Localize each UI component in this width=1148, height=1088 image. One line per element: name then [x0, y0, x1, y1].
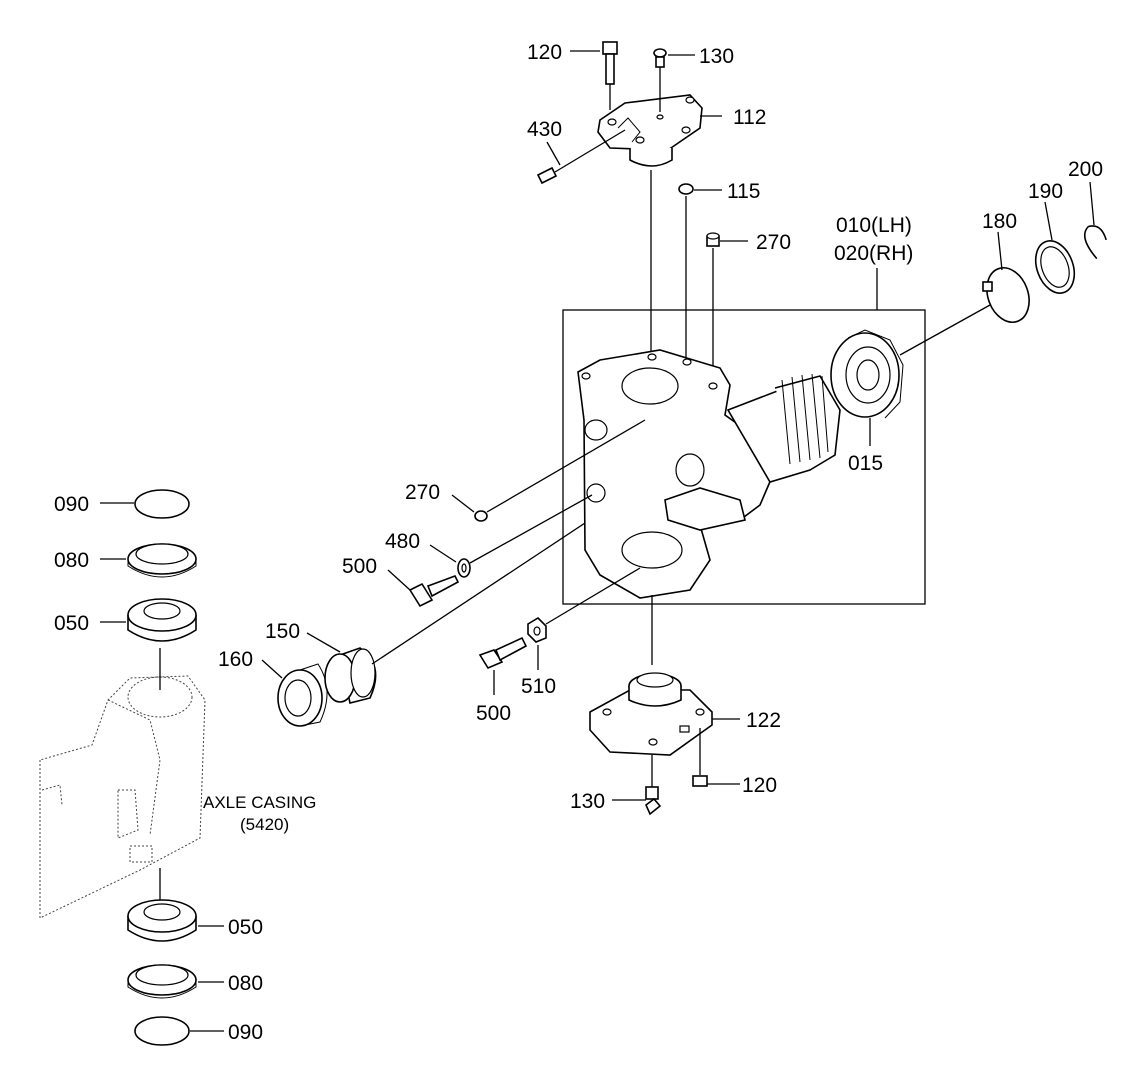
callout-130-bottom: 130 — [570, 790, 605, 813]
shim-190 — [1034, 240, 1076, 294]
cover-122 — [589, 672, 713, 756]
knuckle-housing — [577, 349, 841, 599]
callout-090-bottom: 090 — [228, 1021, 263, 1044]
bolt-500-left — [408, 575, 460, 608]
nipple-130-bottom — [645, 786, 662, 816]
callout-150: 150 — [265, 620, 300, 643]
callout-050-top: 050 — [54, 612, 89, 635]
snap-ring-200 — [1083, 225, 1107, 260]
callout-130-top: 130 — [699, 45, 734, 68]
callout-190: 190 — [1028, 180, 1063, 203]
callout-120-bottom: 120 — [742, 774, 777, 797]
bolt-120-top — [602, 41, 618, 110]
nut-510 — [527, 616, 547, 643]
callout-112: 112 — [733, 106, 766, 129]
callout-115: 115 — [727, 180, 760, 203]
bolt-120-bottom — [692, 775, 708, 787]
seal-080-bottom — [127, 964, 197, 999]
callout-510: 510 — [521, 675, 556, 698]
cover-112 — [597, 94, 703, 167]
oring-090-top — [134, 489, 190, 519]
nipple-130-top — [653, 48, 667, 112]
callout-270-mid: 270 — [405, 481, 440, 504]
bearing-050-bottom — [127, 899, 197, 942]
axle-casing-outline — [39, 675, 206, 919]
callout-480: 480 — [385, 530, 420, 553]
callout-080-top: 080 — [54, 549, 89, 572]
washer-180 — [982, 267, 1030, 323]
callout-050-bottom: 050 — [228, 916, 263, 939]
pin-430 — [536, 129, 626, 185]
callout-430: 430 — [527, 118, 562, 141]
bolt-500-bottom — [478, 636, 528, 670]
washer-480 — [457, 558, 471, 578]
callout-500-bottom: 500 — [476, 702, 511, 725]
callout-200: 200 — [1068, 158, 1103, 181]
axle-casing-code: (5420) — [240, 815, 289, 834]
callout-010-lh: 010(LH) — [836, 214, 912, 237]
group-frame-box — [562, 309, 926, 605]
bearing-050-top — [127, 598, 197, 642]
oring-090-bottom — [134, 1016, 190, 1046]
plug-270-top — [706, 232, 720, 247]
callout-122: 122 — [746, 709, 781, 732]
callout-090-top: 090 — [54, 493, 89, 516]
callout-080-bottom: 080 — [228, 972, 263, 995]
callout-500-left: 500 — [342, 555, 377, 578]
plug-270-mid — [474, 510, 488, 522]
callout-015: 015 — [848, 452, 883, 475]
oring-115 — [678, 183, 694, 195]
seal-160 — [277, 663, 328, 727]
seal-080-top — [127, 543, 197, 578]
callout-120-top: 120 — [527, 41, 562, 64]
callout-160: 160 — [218, 648, 253, 671]
leader-lines — [100, 50, 1095, 1032]
hub-015 — [830, 329, 904, 419]
callout-270-top: 270 — [756, 231, 791, 254]
callout-020-rh: 020(RH) — [834, 242, 913, 265]
bushing-150 — [324, 647, 377, 704]
callout-180: 180 — [982, 210, 1017, 233]
axle-casing-name: AXLE CASING — [203, 793, 316, 812]
